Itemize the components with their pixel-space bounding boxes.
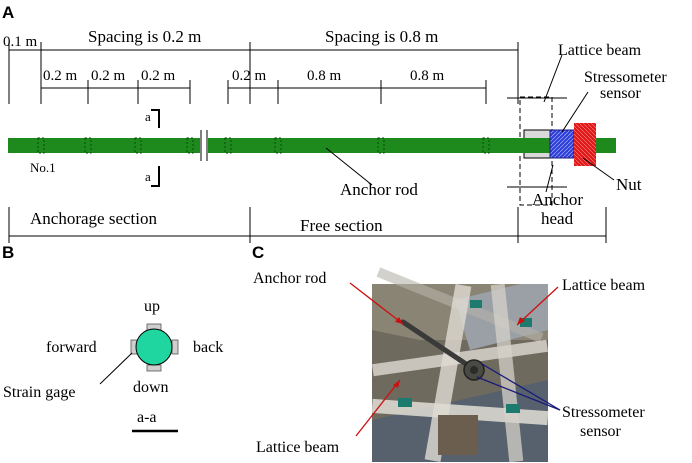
- photo-lattice-beam-bottom-arrowhead: [393, 380, 400, 388]
- sub-dimension-line: [41, 80, 487, 104]
- photo-stressometer-leader-1: [481, 363, 561, 411]
- photo-anchor-rod-label: Anchor rod: [253, 270, 326, 287]
- section-mark-bottom-label: a: [145, 169, 151, 184]
- anchor-rod-bar: [8, 138, 616, 153]
- strain-gage-label: Strain gage: [3, 384, 75, 401]
- photo-anchor-rod-leader: [349, 282, 404, 325]
- sub-spacing-0.2-4: 0.2 m: [232, 68, 267, 84]
- rod-end: [596, 138, 616, 153]
- free-section-label: Free section: [300, 216, 383, 235]
- panel-c-label: C: [252, 243, 264, 262]
- stressometer-leader: [561, 91, 589, 133]
- anchor-head-leader: [545, 164, 554, 193]
- anchor-rod-label: Anchor rod: [340, 180, 418, 199]
- photo-stressometer-leader-2: [476, 376, 561, 411]
- first-spacing-label: 0.1 m: [3, 34, 38, 50]
- sub-spacing-0.2-1: 0.2 m: [43, 68, 78, 84]
- back-label: back: [193, 339, 223, 356]
- section-mark-top-label: a: [145, 109, 151, 124]
- forward-label: forward: [46, 339, 97, 356]
- photo-anchor-rod-arrowhead: [395, 317, 403, 324]
- strain-gage-leader: [99, 352, 133, 385]
- section-aa-label: a-a: [137, 409, 157, 426]
- photo-lattice-beam-top-arrowhead: [517, 317, 525, 325]
- photo-lattice-beam-top-label: Lattice beam: [562, 277, 646, 294]
- nut-leader: [582, 157, 615, 181]
- section-mark-top: [151, 109, 160, 128]
- anchor-head-label-line2: head: [541, 209, 574, 228]
- nut-label: Nut: [616, 175, 642, 194]
- panel-b-label: B: [2, 243, 14, 262]
- anchor-rod-leader: [325, 147, 373, 186]
- section-mark-bottom: [151, 166, 160, 187]
- break-mark: [200, 130, 208, 161]
- rod-cross-section: [135, 328, 173, 366]
- panel-a-label: A: [2, 3, 14, 22]
- nut-block: [574, 123, 596, 166]
- lattice-beam-leader: [543, 54, 563, 103]
- section-dimension-line: [8, 207, 607, 243]
- up-label: up: [144, 298, 160, 315]
- strain-gauge-marks: [37, 137, 490, 154]
- cross-section-diagram: [130, 323, 179, 372]
- anchorage-section-label: Anchorage section: [30, 209, 157, 228]
- photo-stressometer-label-line1: Stressometer: [562, 404, 645, 421]
- spacing-0.8-title: Spacing is 0.8 m: [325, 27, 438, 46]
- sub-spacing-0.8-1: 0.8 m: [307, 68, 342, 84]
- top-dimension-line: [8, 42, 519, 104]
- stressometer-label-line1: Stressometer: [584, 69, 667, 86]
- spacing-0.2-title: Spacing is 0.2 m: [88, 27, 201, 46]
- first-gauge-label: No.1: [30, 160, 56, 175]
- sub-spacing-0.8-2: 0.8 m: [410, 68, 445, 84]
- anchor-head-label-line1: Anchor: [532, 190, 583, 209]
- photo-lattice-beam-bottom-leader: [355, 379, 401, 437]
- photo-lattice-beam-bottom-label: Lattice beam: [256, 439, 340, 456]
- photo-stressometer-label-line2: sensor: [580, 423, 622, 440]
- photo-lattice-beam-top-leader: [516, 286, 559, 326]
- stressometer-sensor-block: [549, 129, 575, 159]
- lattice-beam-label: Lattice beam: [558, 42, 642, 59]
- sub-spacing-0.2-2: 0.2 m: [91, 68, 126, 84]
- sub-spacing-0.2-3: 0.2 m: [141, 68, 176, 84]
- field-photo: [371, 267, 549, 463]
- stressometer-label-line2: sensor: [600, 85, 642, 102]
- down-label: down: [133, 379, 169, 396]
